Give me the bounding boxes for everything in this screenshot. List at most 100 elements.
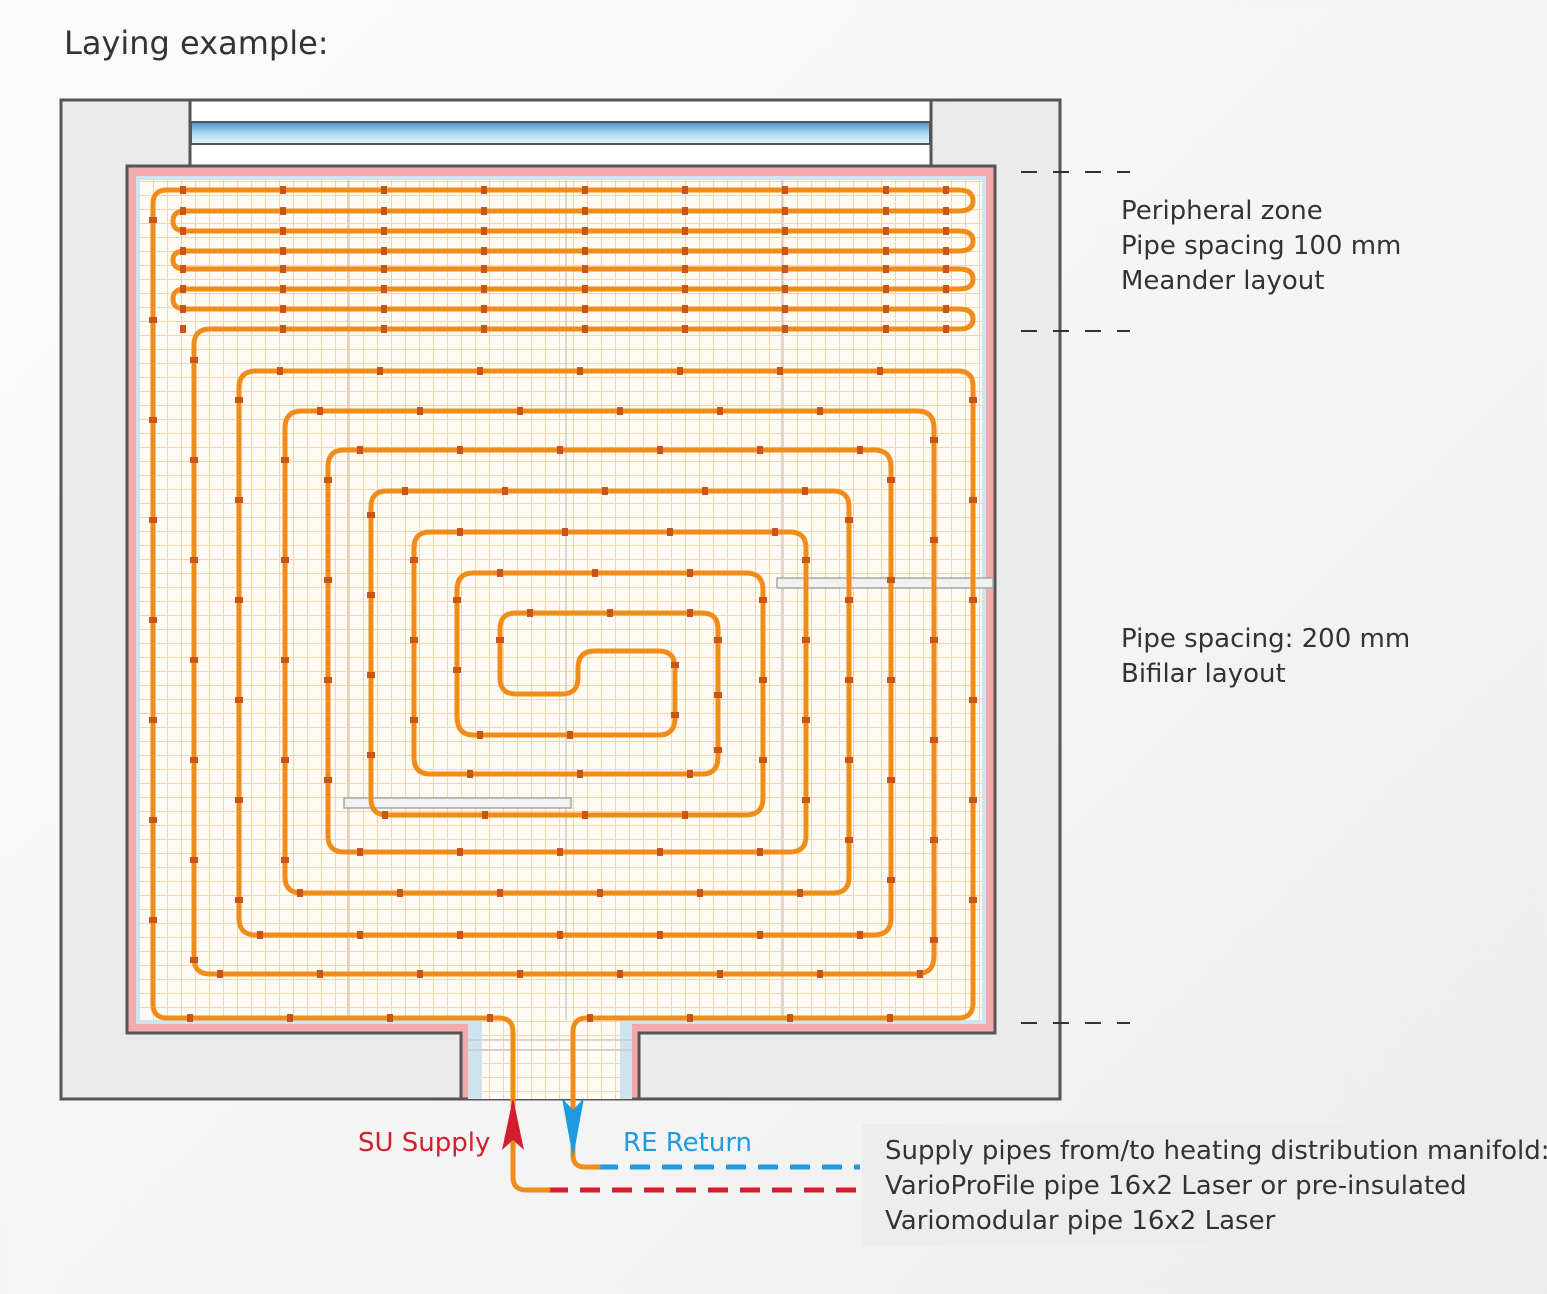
pipe-clip [943, 227, 949, 235]
pipe-clip [387, 1014, 393, 1022]
pipe-clip [235, 797, 243, 803]
pipe-clip [782, 227, 788, 235]
manifold-line-1: Supply pipes from/to heating distributio… [885, 1136, 1547, 1166]
pipe-clip [481, 207, 487, 215]
pipe-clip [759, 597, 767, 603]
pipe-clip [557, 848, 563, 856]
pipe-clip [671, 712, 679, 718]
pipe-clip [969, 597, 977, 603]
supply-arrow [502, 1098, 524, 1150]
window [188, 98, 933, 168]
manifold-line-2: VarioProFile pipe 16x2 Laser or pre-insu… [885, 1171, 1467, 1201]
pipe-clip [381, 207, 387, 215]
bifilar-zone-note: Pipe spacing: 200 mm Bifilar layout [1121, 622, 1410, 692]
pipe-clip [257, 931, 263, 939]
pipe-clip [682, 265, 688, 273]
pipe-clip [917, 970, 923, 978]
pipe-clips [149, 186, 977, 1022]
pipe-clip [235, 497, 243, 503]
pipe-clip [180, 305, 186, 313]
pipe-clip [943, 325, 949, 333]
pipe-clip [782, 186, 788, 194]
pipe-clip [481, 325, 487, 333]
pipe-clip [287, 1014, 293, 1022]
pipe-clip [969, 497, 977, 503]
pipe-clip [682, 227, 688, 235]
pipe-clip [887, 677, 895, 683]
return-arrow [562, 1098, 584, 1158]
pipe-clip [280, 305, 286, 313]
pipe-clip [757, 848, 763, 856]
pipe-clip [617, 970, 623, 978]
pipe-clip [582, 265, 588, 273]
pipe-clip [597, 889, 603, 897]
pipe-clip [217, 970, 223, 978]
pipe-clip [562, 528, 568, 536]
pipe-clip [877, 367, 883, 375]
pipe-clip [802, 487, 808, 495]
pipe-clip [402, 487, 408, 495]
pipe-clip [717, 970, 723, 978]
pipe-clip [149, 817, 157, 823]
pipe-clip [883, 247, 889, 255]
pipe-clip [280, 325, 286, 333]
pipe-clip [969, 797, 977, 803]
pipe-clip [467, 770, 473, 778]
pipe-clip [487, 1014, 493, 1022]
pipe-clip [930, 737, 938, 743]
pipe-clip [357, 446, 363, 454]
pipe-clip [190, 557, 198, 563]
pipe-clip [883, 227, 889, 235]
pipe-clip [602, 487, 608, 495]
pipe-clip [317, 407, 323, 415]
pipe-clip [367, 752, 375, 758]
pipe-clip [410, 557, 418, 563]
pipe-clip [777, 367, 783, 375]
pipe-clip [677, 367, 683, 375]
pipe-clip [883, 325, 889, 333]
pipe-clip [943, 285, 949, 293]
pipe-clip [714, 692, 722, 698]
pipe-clip [481, 285, 487, 293]
pipe-clip [887, 477, 895, 483]
pipe-clip [657, 446, 663, 454]
pipe-clip [797, 889, 803, 897]
pipe-clip [235, 397, 243, 403]
pipe-clip [190, 657, 198, 663]
pipe-clip [883, 305, 889, 313]
pipe-clip [280, 265, 286, 273]
pipe-clip [527, 609, 533, 617]
pipe-clip [180, 247, 186, 255]
pipe-clip [235, 697, 243, 703]
pipe-clip [714, 747, 722, 753]
pipe-clip [802, 637, 810, 643]
marker-strip-left [343, 797, 572, 809]
pipe-clip [943, 207, 949, 215]
pipe-clip [381, 285, 387, 293]
pipe-clip [857, 446, 863, 454]
bifilar-spacing-label: Pipe spacing: 200 mm [1121, 624, 1411, 654]
pipe-clip [496, 637, 504, 643]
pipe-clip [802, 797, 810, 803]
pipe-clip [943, 186, 949, 194]
pipe-clip [497, 889, 503, 897]
pipe-clip [381, 186, 387, 194]
pipe-clip [577, 770, 583, 778]
pipe-clip [190, 957, 198, 963]
pipe-clip [367, 672, 375, 678]
pipe-clip [324, 777, 332, 783]
pipe-clip [682, 207, 688, 215]
pipe-clip [180, 227, 186, 235]
pipe-clip [557, 931, 563, 939]
pipe-clip [481, 305, 487, 313]
pipe-clip [671, 662, 679, 668]
pipe-clip [759, 757, 767, 763]
pipe-clip [280, 227, 286, 235]
pipe-clip [667, 528, 673, 536]
pipe-clip [410, 717, 418, 723]
pipe-clip [782, 207, 788, 215]
pipe-clip [969, 897, 977, 903]
pipe-clip [582, 325, 588, 333]
pipe-clip [180, 265, 186, 273]
peripheral-zone-note: Peripheral zone Pipe spacing 100 mm Mean… [1121, 194, 1401, 299]
